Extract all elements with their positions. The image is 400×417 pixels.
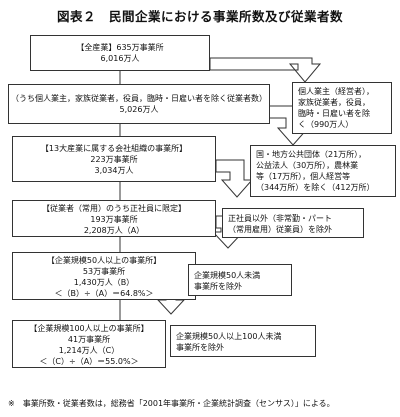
box-line: 個人業主（経営者）， (298, 87, 374, 96)
box-line: 企業規模50人以上100人未満 (176, 332, 282, 341)
box-line: 223万事業所 (90, 155, 138, 164)
box-line: （344万所）を除く（412万所） (256, 183, 375, 192)
box-line: 53万事業所 (82, 267, 126, 276)
box-line: 41万事業所 (67, 335, 111, 344)
size-50-plus-box: 【企業規模50人以上の事業所】 53万事業所 1,430万人（B） ＜（B）÷（… (12, 252, 196, 300)
box-line: 事業所を除外 (194, 282, 242, 291)
box-line: 臨時・日雇い者を除 (298, 109, 370, 118)
box-line: 193万事業所 (90, 215, 138, 224)
excluded-public-box: 国・地方公共団体（21万所）， 公益法人（30万所），農林業 等（17万所），個… (250, 145, 396, 197)
box-line: 5,026万人 (119, 105, 159, 114)
regular-employees-box: 【従業者（常用）のうち正社員に限定】 193万事業所 2,208万人（A） (12, 200, 216, 237)
box-line: 等（17万所），個人経営等 (256, 172, 351, 181)
box-line: 家族従業者，役員， (298, 98, 370, 107)
box-line: （常用雇用）従業員）を除外 (228, 225, 332, 234)
box-line: 3,034万人 (94, 166, 134, 175)
all-industries-box: 【全産業】635万事業所 6,016万人 (30, 35, 210, 71)
source-footnote: ※ 事業所数・従業者数は，総務省「2001年事業所・企業統計調査（センサス）」に… (8, 399, 335, 408)
box-line: く（990万人） (298, 120, 354, 129)
box-line: 国・地方公共団体（21万所）， (256, 150, 367, 159)
box-line: 2,208万人（A） (83, 226, 145, 235)
excluded-under-50-box: 企業規模50人未満 事業所を除外 (188, 264, 292, 296)
box-line: 1,214万人（C） (58, 346, 120, 355)
thirteen-industries-box: 【13大産業に属する会社組織の事業所】 223万事業所 3,034万人 (12, 136, 216, 182)
box-line: 企業規模50人未満 (194, 271, 261, 280)
box-line: 【13大産業に属する会社組織の事業所】 (40, 144, 188, 153)
box-line: ＜（C）÷（A）＝55.0%＞ (39, 357, 139, 366)
box-line: 【企業規模50人以上の事業所】 (46, 256, 162, 265)
employees-excluding-box: （うち個人業主，家族従業者，役員，臨時・日雇い者を除く従業者数） 5,026万人 (8, 84, 270, 124)
box-line: 公益法人（30万所），農林業 (256, 161, 359, 170)
box-line: 【企業規模100人以上の事業所】 (29, 324, 149, 333)
box-line: 6,016万人 (100, 54, 140, 63)
box-line: （うち個人業主，家族従業者，役員，臨時・日雇い者を除く従業者数） (11, 94, 267, 103)
box-line: 【従業者（常用）のうち正社員に限定】 (42, 204, 186, 213)
figure-title: 図表２ 民間企業における事業所数及び従業者数 (56, 9, 343, 24)
box-line: 事業所を除外 (176, 343, 224, 352)
size-100-plus-box: 【企業規模100人以上の事業所】 41万事業所 1,214万人（C） ＜（C）÷… (12, 320, 166, 368)
flow-arrow (215, 159, 254, 198)
box-line: 【全産業】635万事業所 (76, 43, 164, 52)
excluded-individual-box: 個人業主（経営者）， 家族従業者，役員， 臨時・日雇い者を除 く（990万人） (292, 82, 392, 134)
excluded-50-to-100-box: 企業規模50人以上100人未満 事業所を除外 (170, 325, 316, 357)
box-line: 1,430万人（B） (73, 278, 135, 287)
excluded-nonregular-box: 正社員以外（非常勤・パート （常用雇用）従業員）を除外 (222, 208, 364, 238)
box-line: 正社員以外（非常勤・パート (228, 214, 332, 223)
flow-arrow (209, 57, 322, 83)
box-line: ＜（B）÷（A）＝64.8%＞ (54, 289, 154, 298)
